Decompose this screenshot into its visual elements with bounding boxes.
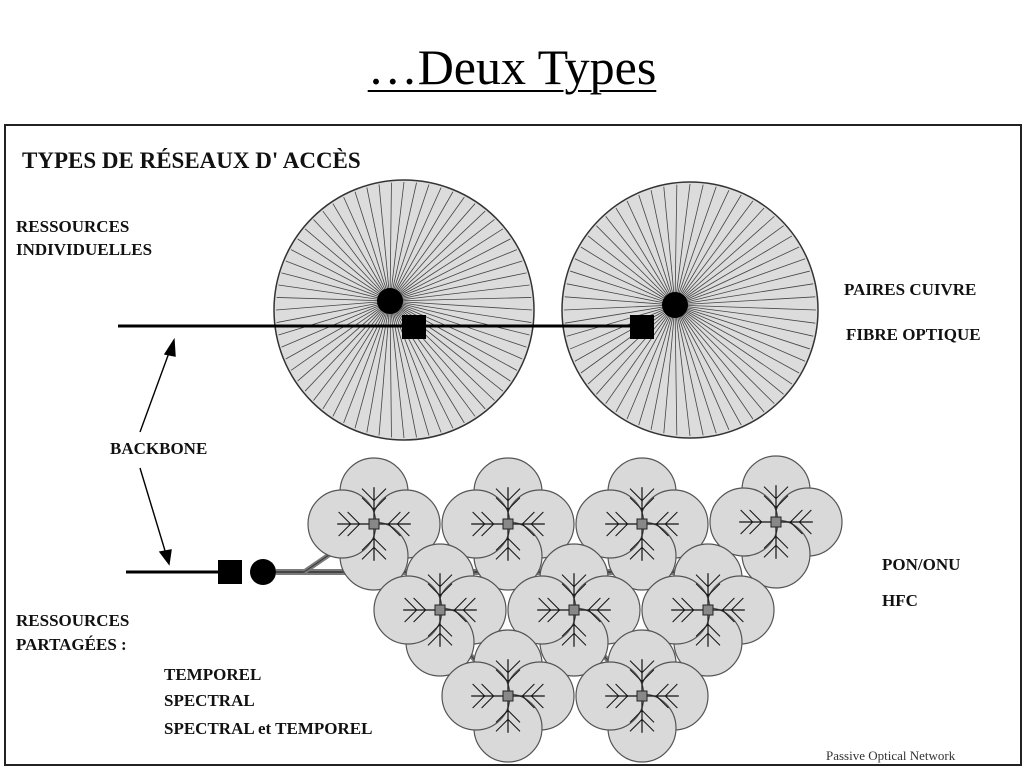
backbone-label: BACKBONE bbox=[110, 439, 207, 458]
disc-2-hub bbox=[662, 292, 688, 318]
mode-temporel-label: TEMPOREL bbox=[164, 665, 261, 684]
shared-label-line2: PARTAGÉES : bbox=[16, 635, 127, 654]
mode-spectral-temporel-label: SPECTRAL et TEMPOREL bbox=[164, 719, 372, 738]
media-pon-label: PON/ONU bbox=[882, 555, 960, 574]
individual-label-line1: RESSOURCES bbox=[16, 217, 129, 236]
olt-splitter bbox=[250, 559, 276, 585]
figure-heading: TYPES DE RÉSEAUX D' ACCÈS bbox=[22, 148, 361, 173]
media-copper-label: PAIRES CUIVRE bbox=[844, 280, 976, 299]
disc-1-hub bbox=[377, 288, 403, 314]
disc-1-spokes bbox=[275, 181, 533, 439]
individual-label-line2: INDIVIDUELLES bbox=[16, 240, 152, 259]
slide-title: …Deux Types bbox=[367, 39, 657, 95]
olt-square bbox=[218, 560, 242, 584]
individual-access-disc-2 bbox=[561, 181, 819, 439]
node-square-2 bbox=[630, 315, 654, 339]
node-square-1 bbox=[402, 315, 426, 339]
individual-access-disc-1 bbox=[273, 179, 535, 441]
access-network-diagram: TYPES DE RÉSEAUX D' ACCÈS RESSOURCES IND… bbox=[4, 124, 1022, 766]
backbone-arrows bbox=[139, 337, 176, 566]
media-fiber-label: FIBRE OPTIQUE bbox=[846, 325, 981, 344]
mode-spectral-label: SPECTRAL bbox=[164, 691, 255, 710]
shared-label-line1: RESSOURCES bbox=[16, 611, 129, 630]
disc-2-spokes bbox=[563, 183, 817, 437]
figure-caption: Passive Optical Network bbox=[826, 748, 956, 763]
media-hfc-label: HFC bbox=[882, 591, 918, 610]
access-network-figure: TYPES DE RÉSEAUX D' ACCÈS RESSOURCES IND… bbox=[4, 124, 1022, 766]
pon-clusters bbox=[307, 455, 843, 763]
